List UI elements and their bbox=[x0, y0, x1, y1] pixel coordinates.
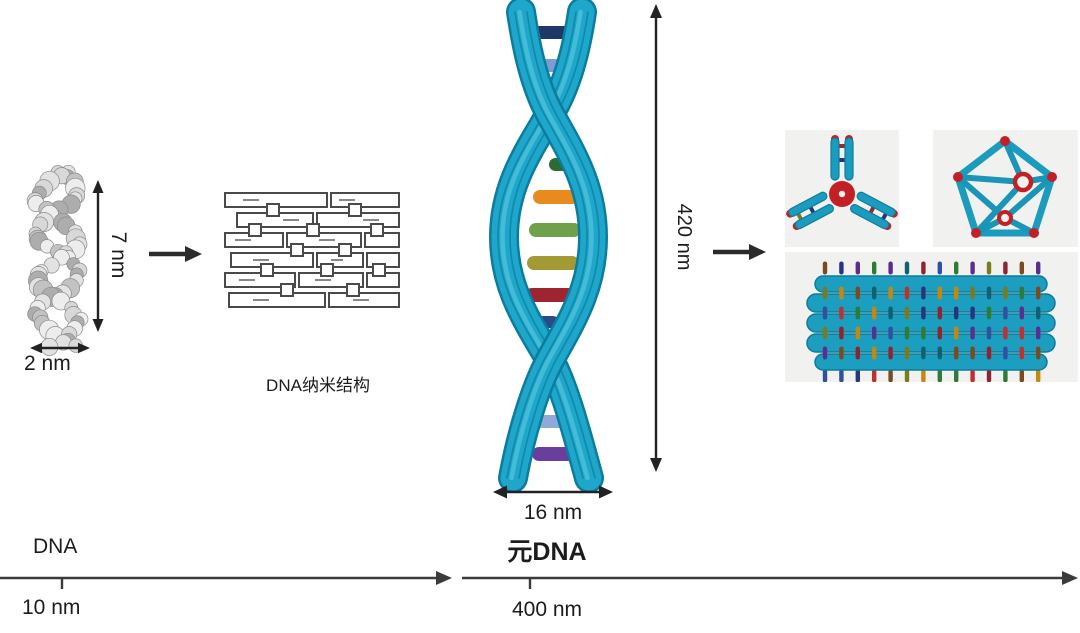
dna-molecular-model bbox=[26, 164, 89, 356]
axis-tick-label-400nm: 400 nm bbox=[511, 598, 583, 621]
dna-height-label: 7 nm bbox=[107, 231, 130, 279]
polyhedron-wireframe-structure bbox=[953, 136, 1057, 238]
scale-axis bbox=[0, 571, 1078, 589]
polyhedron-wireframe-tile bbox=[933, 130, 1078, 247]
nanostructure-caption: DNA纳米结构 bbox=[266, 376, 370, 395]
helix-strand-b bbox=[488, 0, 604, 492]
dna-height-arrow bbox=[92, 180, 104, 332]
three-arm-junction-structure bbox=[786, 135, 898, 231]
axis-label-dna: DNA bbox=[33, 535, 78, 558]
nanotube-barrel-tile bbox=[785, 252, 1078, 383]
junction-arm-up bbox=[830, 135, 854, 181]
junction-arm-left bbox=[786, 191, 834, 231]
dna-molecular-model-blobs bbox=[26, 164, 89, 356]
axis-tick-label-10nm: 10 nm bbox=[22, 596, 81, 619]
junction-arm-right bbox=[850, 191, 898, 231]
meta-dna-height-arrow bbox=[650, 4, 662, 472]
meta-dna-height-label: 420 nm bbox=[673, 203, 695, 271]
dna-brick-nanostructure-diagram bbox=[224, 192, 400, 308]
three-arm-junction-tile bbox=[785, 130, 899, 247]
nanotube-barrel-structure bbox=[806, 261, 1056, 383]
dna-width-arrow bbox=[30, 342, 90, 354]
dna-width-label: 2 nm bbox=[24, 352, 71, 375]
barrel-crossover-bands bbox=[822, 261, 1041, 383]
meta-dna-width-label: 16 nm bbox=[523, 501, 583, 524]
meta-dna-width-arrow bbox=[493, 485, 613, 499]
axis-label-metadna: 元DNA bbox=[507, 538, 587, 566]
meta-dna-helix-illustration bbox=[488, 0, 609, 492]
arrow-dna-to-nanostructure bbox=[149, 246, 202, 262]
arrow-metadna-to-assemblies bbox=[713, 244, 766, 260]
helix-strand-a bbox=[498, 0, 609, 492]
barrel-crossover-bands-mid bbox=[822, 286, 1041, 360]
